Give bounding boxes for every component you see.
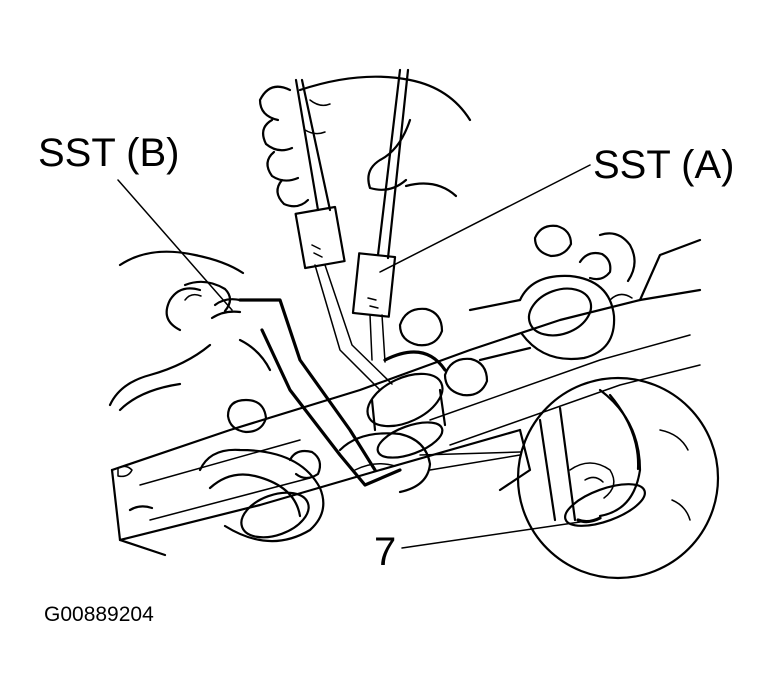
leader-sst-b bbox=[117, 179, 233, 311]
leader-sst-a bbox=[379, 164, 591, 273]
leader-callout-7 bbox=[401, 521, 581, 549]
figure-code: G00889204 bbox=[44, 603, 154, 626]
right-hand-icon bbox=[258, 75, 472, 208]
camshaft-left bbox=[198, 398, 432, 543]
label-sst-a: SST (A) bbox=[593, 143, 735, 187]
label-sst-b: SST (B) bbox=[38, 131, 180, 175]
left-hand-icon bbox=[108, 250, 272, 412]
sst-a-tool bbox=[294, 68, 410, 391]
valve-retainer bbox=[366, 350, 447, 459]
camshaft-right bbox=[398, 224, 636, 397]
callout-7: 7 bbox=[374, 530, 397, 574]
sst-b-tool bbox=[210, 298, 402, 487]
magnifier-detail-icon bbox=[419, 376, 720, 580]
